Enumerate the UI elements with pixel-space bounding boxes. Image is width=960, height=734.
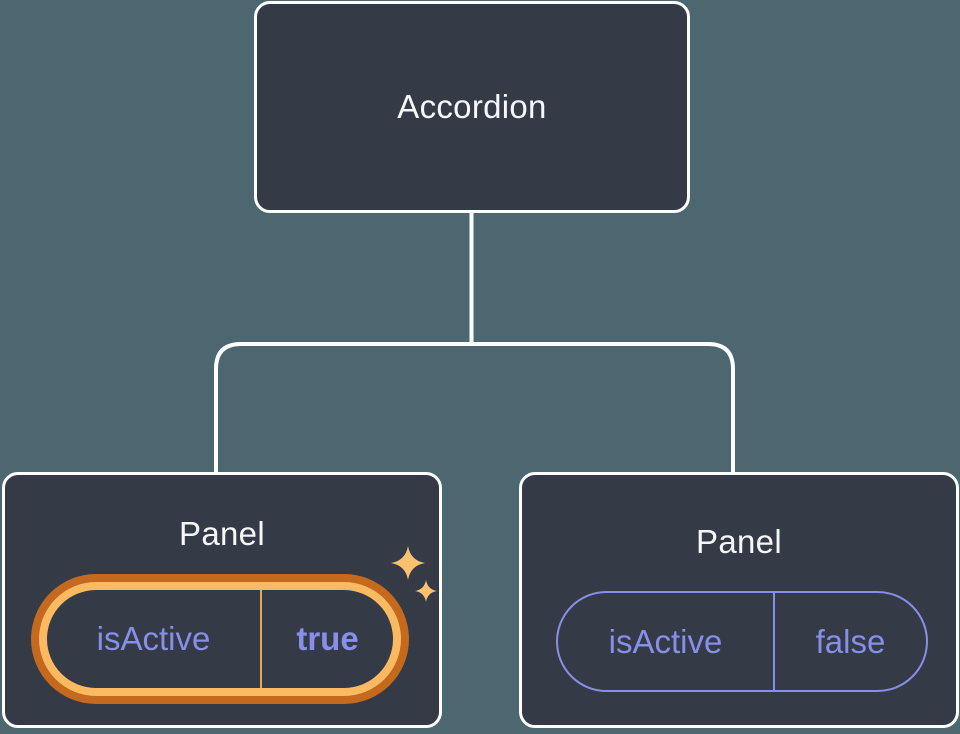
- panel-node-active: Panel isActive true: [2, 472, 442, 728]
- state-key-label: isActive: [96, 620, 211, 657]
- panel-active-label: Panel: [179, 515, 265, 552]
- root-component-node: Accordion: [254, 1, 690, 213]
- state-pill-active: isActive true: [31, 574, 409, 704]
- state-pill-active-gold-ring: isActive true: [39, 582, 401, 696]
- root-component-label: Accordion: [397, 88, 547, 125]
- state-pill-active-body: isActive true: [47, 590, 393, 688]
- state-value-label: false: [773, 593, 926, 690]
- panel-node-inactive: Panel isActive false: [519, 472, 959, 728]
- state-pill-inactive: isActive false: [556, 591, 928, 692]
- state-value-label: true: [260, 590, 393, 688]
- panel-inactive-label: Panel: [696, 523, 782, 560]
- sparkles-icon: [391, 546, 437, 602]
- state-key-label: isActive: [608, 622, 723, 660]
